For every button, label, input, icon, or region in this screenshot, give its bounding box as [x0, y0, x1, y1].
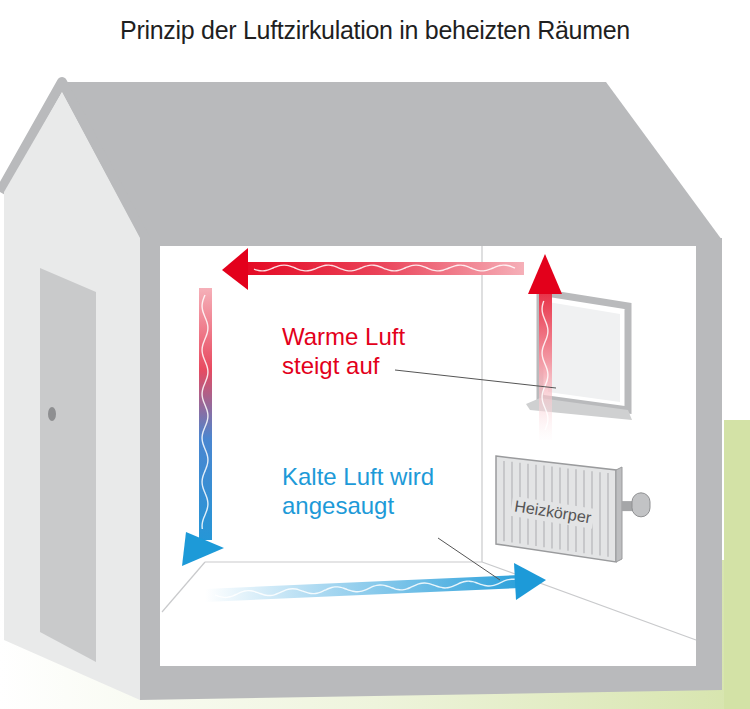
cooling-air-arrow — [199, 288, 212, 540]
door — [40, 268, 96, 662]
leader-line — [395, 370, 556, 388]
radiator-label: Heizkörper — [510, 496, 595, 529]
title: Prinzip der Luftzirkulation in beheizten… — [0, 16, 750, 45]
window-pane — [548, 302, 620, 402]
air-wave — [202, 295, 208, 529]
radiator: Heizkörper — [492, 448, 624, 566]
arrow-head — [528, 254, 562, 294]
cold-air-arrow — [205, 575, 521, 602]
green-panel — [724, 420, 750, 709]
arrow-head — [514, 563, 546, 600]
door-knob — [48, 407, 56, 421]
side-wall — [4, 92, 140, 700]
air-wave — [254, 265, 515, 271]
air-wave — [202, 265, 548, 597]
room-interior — [160, 246, 696, 666]
leader-line — [438, 538, 500, 580]
room-edges — [162, 246, 696, 640]
arrow-head — [222, 248, 248, 290]
front-wall-frame — [140, 238, 722, 700]
circulation-arrows — [182, 248, 562, 602]
roof — [62, 82, 722, 240]
air-wave — [215, 579, 515, 597]
warm-air-label: Warme Luft steigt auf — [282, 322, 452, 380]
warm-air-arrow — [539, 290, 552, 440]
warm-air-arrow — [244, 262, 524, 275]
cold-air-label: Kalte Luft wird angesaugt — [282, 462, 482, 520]
window — [540, 292, 628, 410]
arrow-head — [182, 532, 224, 566]
air-wave — [542, 301, 548, 430]
